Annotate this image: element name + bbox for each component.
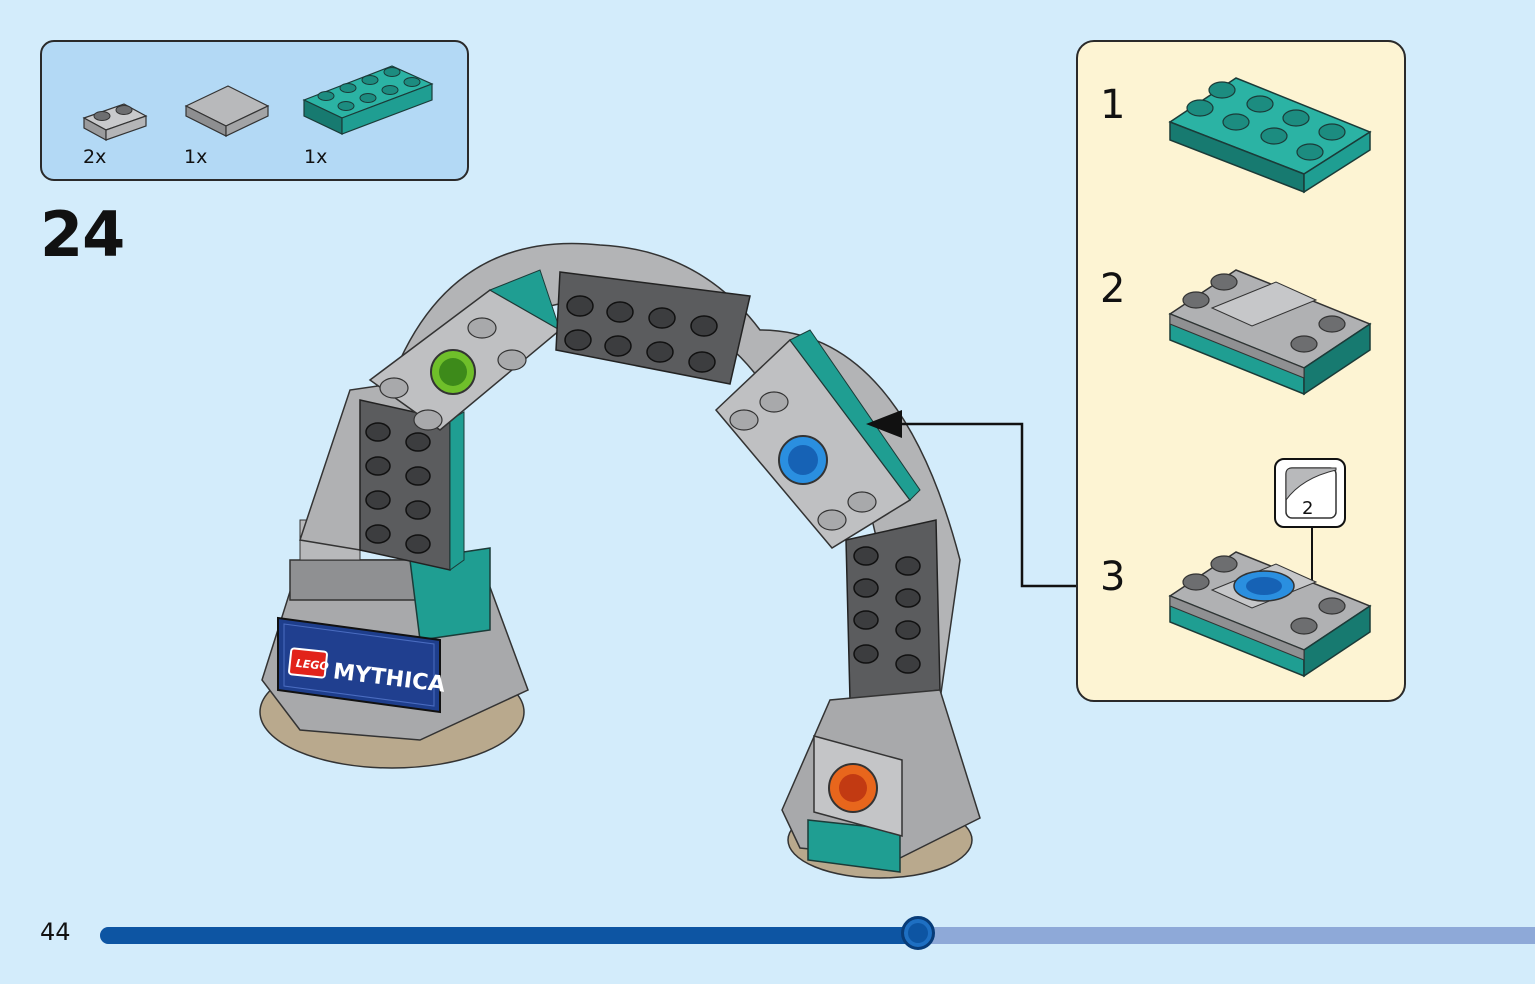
part-qty: 1x — [304, 146, 328, 168]
right-base — [781, 689, 981, 879]
progress-bar — [100, 927, 1535, 944]
right-pillar — [845, 519, 941, 701]
callout-line — [900, 422, 1076, 588]
part-qty: 1x — [184, 146, 208, 168]
progress-fill — [100, 927, 918, 944]
substep-callout: 1 2 3 2 — [1076, 40, 1406, 702]
green-emblem-block — [368, 269, 562, 431]
gray-tile-2x2-icon — [184, 85, 270, 137]
lego-logo: LEGO — [295, 657, 329, 673]
gray-plate-1x2-icon — [82, 103, 148, 142]
substep-number: 1 — [1100, 82, 1126, 128]
sticker-leader-line — [1311, 528, 1313, 590]
progress-knob — [901, 916, 935, 950]
sticker-callout: 2 — [1274, 458, 1346, 528]
page-number: 44 — [40, 918, 71, 946]
teal-plate-2x4-icon — [1168, 77, 1372, 194]
arrow-head-icon — [866, 410, 902, 438]
sticker-number: 2 — [1302, 498, 1314, 519]
gray-plates-on-teal-icon — [1168, 269, 1372, 396]
blue-tile-on-plate-icon — [1168, 551, 1372, 678]
part-qty: 2x — [83, 146, 107, 168]
step-number: 24 — [40, 198, 125, 271]
parts-callout: 2x 1x 1x — [40, 40, 469, 181]
blue-emblem-block — [714, 329, 921, 549]
substep-number: 3 — [1100, 554, 1126, 600]
top-dark-block — [555, 271, 751, 385]
teal-plate-2x4-icon — [302, 65, 434, 135]
left-base: LEGO MYTHICA — [259, 519, 529, 769]
substep-number: 2 — [1100, 266, 1126, 312]
sticker-icon — [1285, 467, 1337, 519]
left-pillar — [299, 379, 465, 571]
